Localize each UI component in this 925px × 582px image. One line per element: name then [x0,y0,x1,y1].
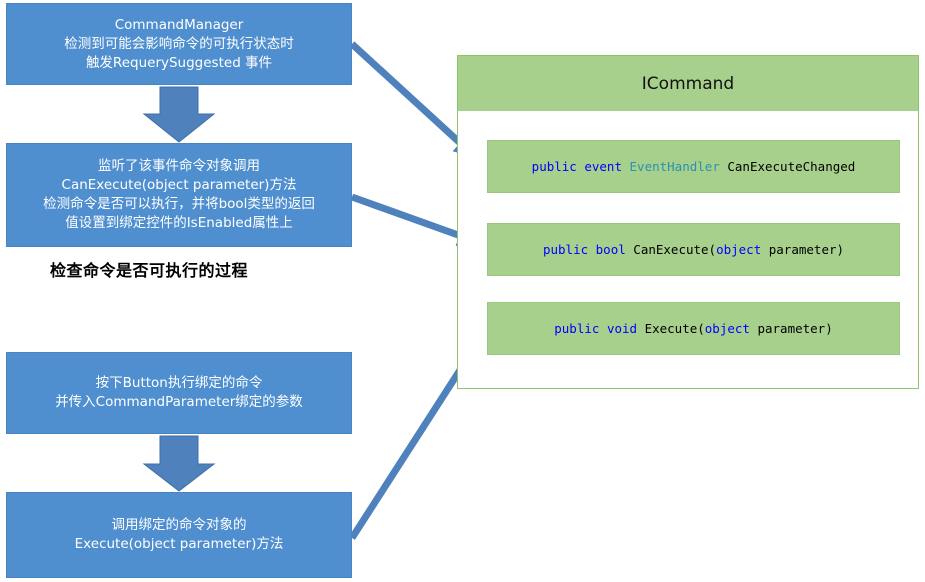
code-token: public [554,321,600,336]
step-box-button-press: 按下Button执行绑定的命令并传入CommandParameter绑定的参数 [6,352,352,434]
arrow-to-canexecutechanged [349,41,477,159]
step-text-line: 值设置到绑定控件的IsEnabled属性上 [65,215,293,231]
code-token: void [606,321,638,336]
member-canexecute: public bool CanExecute(object parameter) [487,223,900,276]
step-text-line: 按下Button执行绑定的命令 [95,375,263,391]
code-token: public [542,242,589,257]
step-text-line: 检测到可能会影响命令的可执行状态时 [64,35,294,52]
member-canexecutechanged: public event EventHandler CanExecuteChan… [487,140,900,193]
step-text-line: 检测命令是否可以执行，并将bool类型的返回 [43,196,315,212]
code-token: EventHandler [629,159,720,174]
interface-title: ICommand [458,56,918,111]
step-text-line: 调用绑定的命令对象的 [111,517,247,533]
step-text-line: 监听了该事件命令对象调用 [98,158,260,174]
code-token: object [704,321,750,336]
arrow-to-canexecute [350,193,481,247]
down-arrow-1 [142,86,216,143]
code-token: object [716,242,762,257]
step-text-line: 并传入CommandParameter绑定的参数 [55,394,303,410]
code-token: CanExecute( [625,242,717,257]
code-token: event [584,159,622,174]
step-box-execute: 调用绑定的命令对象的 Execute(object parameter)方法 [6,492,352,578]
diagram-caption: 检查命令是否可执行的过程 [50,261,249,280]
code-token: bool [595,242,626,257]
code-token: CanExecuteChanged [719,159,856,174]
step-text-line: CanExecute(object parameter)方法 [61,177,297,193]
member-execute: public void Execute(object parameter) [487,302,900,355]
step-text-line: 触发RequerySuggested 事件 [85,54,273,71]
step-text-line: Execute(object parameter)方法 [74,536,284,552]
code-token: parameter) [761,242,845,257]
code-token [599,321,607,336]
code-token [577,159,585,174]
code-token: public [531,159,577,174]
step-box-canexecute: 监听了该事件命令对象调用 CanExecute(object parameter)… [6,143,352,247]
code-token [622,159,630,174]
step-text-line: CommandManager [114,16,244,33]
code-token [588,242,596,257]
code-token: parameter) [749,321,833,336]
step-box-requery: CommandManager 检测到可能会影响命令的可执行状态时触发Requery… [6,3,352,85]
code-token: Execute( [637,321,705,336]
down-arrow-2 [142,435,216,492]
